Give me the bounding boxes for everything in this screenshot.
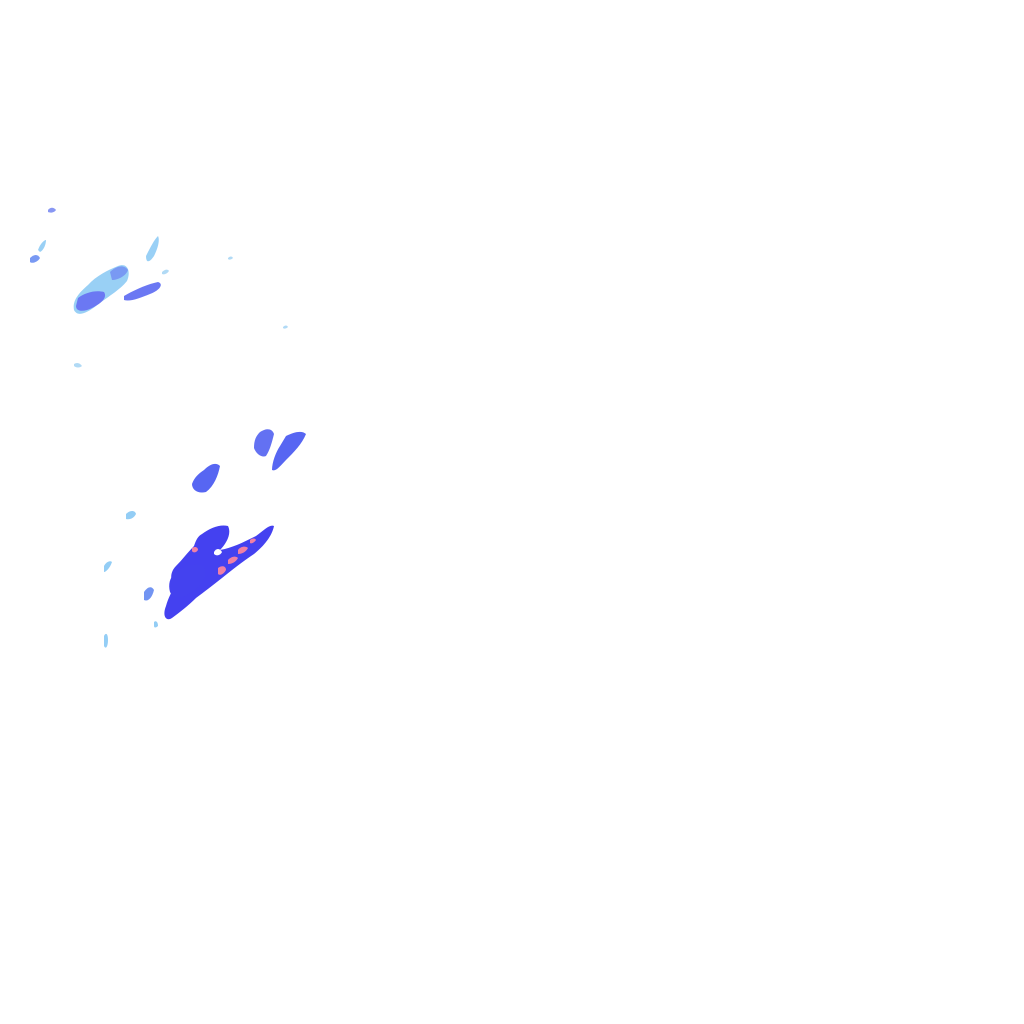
precip-cell-moderate xyxy=(192,463,220,493)
precip-cell-light xyxy=(144,587,154,601)
precip-cell-light xyxy=(48,207,56,213)
precip-cell-heavy xyxy=(169,564,206,598)
precip-cell-moderate xyxy=(76,291,106,311)
precip-cell-intense xyxy=(238,546,248,554)
precip-cell-intense xyxy=(250,538,256,544)
precip-cell-intense xyxy=(218,566,226,575)
precip-cell-light xyxy=(74,362,82,368)
precip-cell-light xyxy=(162,269,169,275)
precip-cell-light xyxy=(38,240,46,252)
precip-cell-light xyxy=(146,236,159,262)
precip-cell-intense xyxy=(192,546,198,553)
precip-gap xyxy=(214,549,222,556)
precip-cell-light xyxy=(104,633,108,648)
precip-cell-light xyxy=(126,511,136,520)
precip-cell-moderate xyxy=(124,282,161,301)
precip-cell-moderate xyxy=(254,429,274,457)
precip-cell-light xyxy=(228,256,233,260)
precipitation-cluster-central xyxy=(104,429,306,648)
precipitation-cluster-northwest xyxy=(30,207,288,368)
precip-cell-light xyxy=(283,325,288,329)
precip-cell-intense xyxy=(228,556,238,564)
precip-cell-moderate xyxy=(272,431,306,471)
precip-cell-light xyxy=(30,255,40,263)
precip-cell-light xyxy=(154,621,158,628)
precip-cell-moderate xyxy=(110,266,128,280)
precip-cell-light xyxy=(104,561,112,572)
